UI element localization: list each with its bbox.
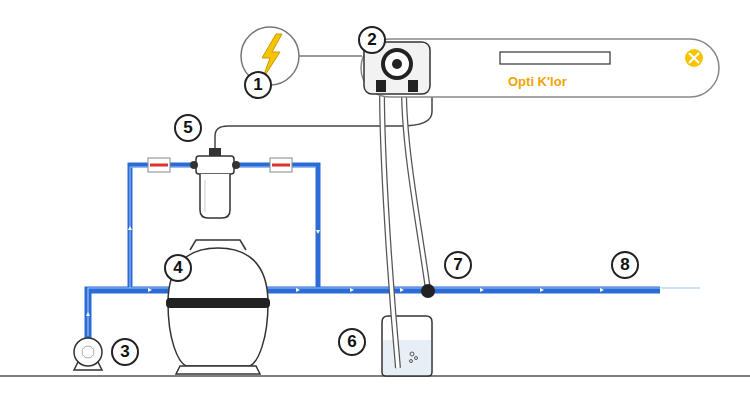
brand-label: Opti K'lor	[508, 74, 567, 89]
callout-number: 5	[174, 114, 202, 142]
pump	[74, 338, 102, 370]
controller-unit: Opti K'lor	[360, 38, 720, 98]
callout-number: 4	[164, 254, 192, 282]
salt-cell	[190, 148, 240, 218]
controller-housing	[360, 38, 720, 98]
callout-number: 3	[111, 338, 139, 366]
injection-point	[421, 284, 435, 298]
valve	[148, 158, 292, 172]
callout-number: 1	[244, 71, 272, 99]
cable	[215, 96, 432, 148]
callout-number: 7	[444, 251, 472, 279]
pipe	[0, 165, 750, 352]
dosing-tube	[382, 90, 428, 368]
ground-line	[0, 375, 750, 377]
callout-number: 6	[338, 328, 366, 356]
callout-number: 8	[611, 251, 639, 279]
chemical-tank	[382, 316, 432, 376]
callout-number: 2	[358, 26, 386, 54]
